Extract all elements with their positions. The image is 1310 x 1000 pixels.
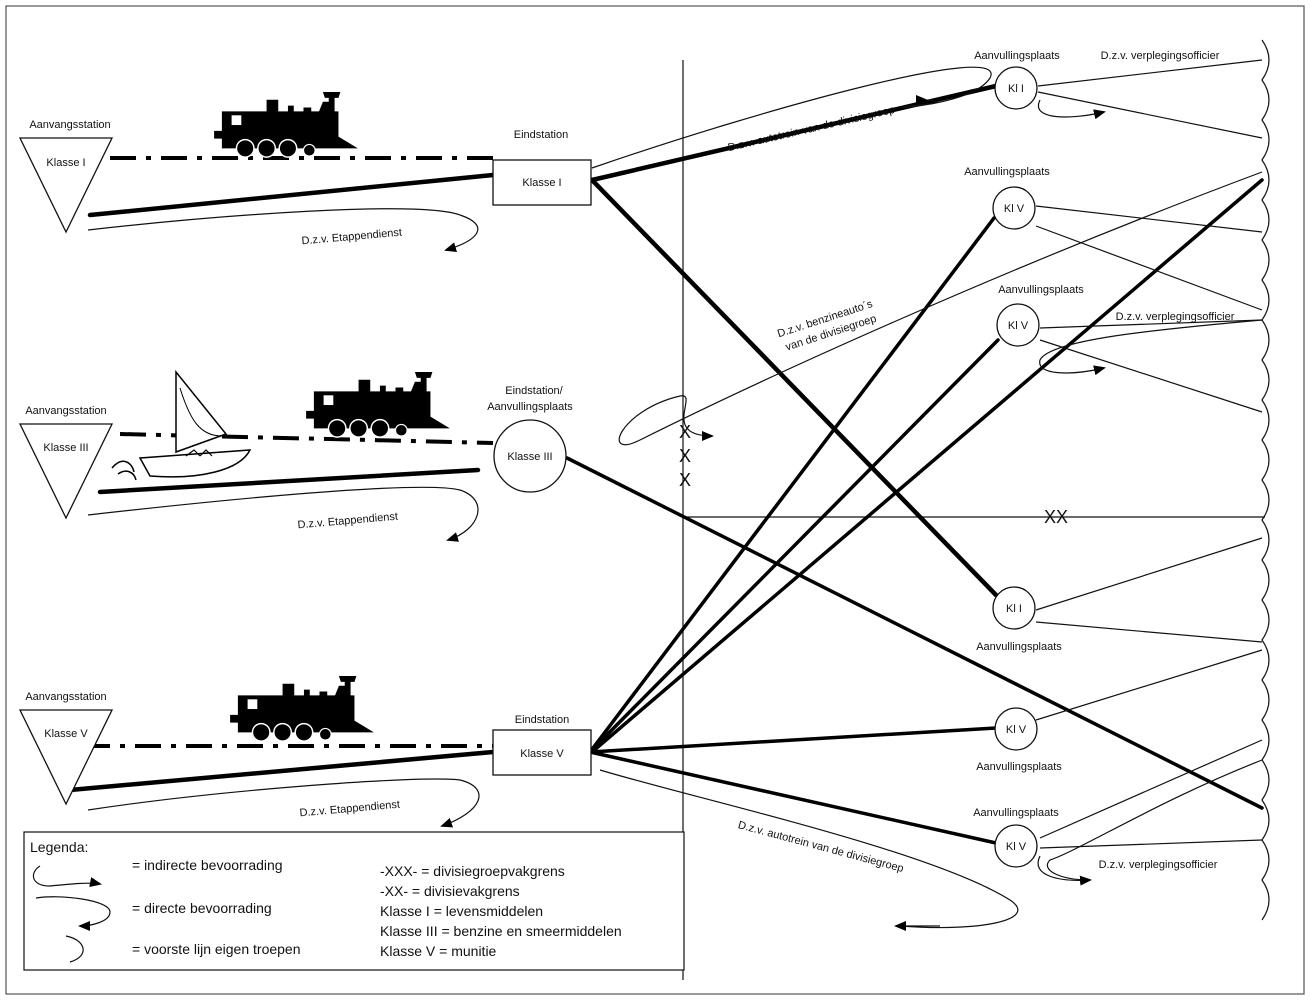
supply-point-kl5-low-label: Aanvullingsplaats (976, 761, 1062, 773)
legend-indirect: = indirecte bevoorrading (132, 857, 283, 873)
line-end5-to-kl5-bottom (588, 750, 998, 845)
origin-station-5: Aanvangsstation Klasse V (18, 691, 114, 806)
locomotive-icon (305, 372, 451, 438)
supply-line-origin3 (97, 467, 481, 495)
etappen-arrow-3 (87, 486, 479, 542)
line-end1-to-kl1-top (589, 83, 999, 183)
origin-station-5-label: Aanvangsstation (25, 691, 106, 703)
distribution-lines (1035, 59, 1263, 849)
etappendienst-label-1: D.z.v. Etappendienst (301, 227, 402, 248)
xxx-boundary-marker: X X X (679, 422, 691, 490)
line-end5-to-kl5-upper (588, 216, 996, 754)
supply-point-kl5-upper-label: Aanvullingsplaats (964, 166, 1050, 178)
supply-point-kl1-lower-label: Aanvullingsplaats (976, 641, 1062, 653)
kl5-middle-arrow (1039, 319, 1263, 376)
locomotive-icon (213, 92, 359, 158)
end-station-1: Eindstation Klasse I (492, 129, 592, 206)
sailboat-icon (111, 369, 252, 481)
origin-station-1: Aanvangsstation Klasse I (18, 119, 114, 234)
autotrein-loop-bottom (599, 769, 1019, 929)
supply-point-kl1-lower-class: Kl I (1006, 603, 1022, 615)
line-end5-to-kl5-middle (588, 338, 1000, 754)
legend-klasse3: Klasse III = benzine en smeermiddelen (380, 923, 622, 939)
etappendienst-label-3: D.z.v. Etappendienst (297, 511, 398, 532)
supply-point-kl5-upper-class: Kl V (1004, 203, 1025, 215)
end-station-5: Eindstation Klasse V (492, 714, 592, 776)
supply-point-kl5-middle-class: Kl V (1008, 320, 1029, 332)
legend-xx: -XX- = divisievakgrens (380, 883, 520, 899)
legend-direct: = directe bevoorrading (132, 900, 272, 916)
benzine-loop (618, 171, 1263, 446)
end-station-3-label-2: Aanvullingsplaats (487, 401, 573, 413)
line-end1-to-kl1-lower (589, 177, 999, 598)
supply-point-kl5-bottom: Kl V Aanvullingsplaats (973, 807, 1059, 868)
xxx-mark-3: X (679, 470, 691, 490)
supply-point-kl5-upper: Kl V Aanvullingsplaats (964, 166, 1050, 230)
legend: Legenda: = indirecte bevoorrading = dire… (23, 831, 685, 971)
supply-point-kl5-bottom-class: Kl V (1006, 841, 1027, 853)
xxx-mark-2: X (679, 446, 691, 466)
end-station-1-class: Klasse I (522, 177, 561, 189)
legend-indirect-symbol (32, 865, 102, 887)
line-end3-frontline (565, 456, 1264, 810)
front-line-own-troops (1261, 39, 1270, 921)
origin-station-1-class: Klasse I (46, 157, 85, 169)
supply-line-origin1 (87, 172, 496, 218)
supply-point-kl1-top-class: Kl I (1008, 83, 1024, 95)
xx-boundary-marker: XX (1044, 507, 1068, 527)
end-station-5-label: Eindstation (515, 714, 569, 726)
end-station-3: Eindstation/ Aanvullingsplaats Klasse II… (487, 385, 573, 493)
frame-border (5, 5, 1305, 995)
supply-point-kl1-lower: Kl I Aanvullingsplaats (976, 586, 1062, 653)
verplegingsofficier-label-bottom: D.z.v. verplegingsofficier (1099, 859, 1218, 871)
supply-line-origin5 (67, 749, 496, 793)
autotrein-arrow-top (915, 95, 938, 106)
origin-station-1-label: Aanvangsstation (29, 119, 110, 131)
verplegingsofficier-label-middle: D.z.v. verplegingsofficier (1116, 311, 1235, 323)
end-station-3-class: Klasse III (507, 451, 552, 463)
locomotive-icon (229, 676, 375, 742)
end-station-3-label-1: Eindstation/ (505, 385, 563, 397)
legend-frontline: = voorste lijn eigen troepen (132, 941, 301, 957)
legend-direct-symbol (35, 896, 111, 931)
legend-xxx: -XXX- = divisiegroepvakgrens (380, 863, 565, 879)
supply-point-kl5-low-class: Kl V (1006, 724, 1027, 736)
legend-frontline-symbol (65, 935, 84, 963)
supply-point-kl5-middle: Kl V Aanvullingsplaats (996, 284, 1084, 347)
autotrein-loop-top (591, 66, 992, 169)
line-end5-to-kl5-low (588, 726, 998, 754)
legend-title: Legenda: (30, 839, 88, 855)
supply-point-kl5-low: Kl V Aanvullingsplaats (976, 707, 1062, 773)
supply-point-kl5-middle-label: Aanvullingsplaats (998, 284, 1084, 296)
end-station-1-label: Eindstation (514, 129, 568, 141)
legend-box (23, 831, 685, 971)
etappendienst-label-5: D.z.v. Etappendienst (299, 799, 400, 820)
xxx-mark-1: X (679, 422, 691, 442)
etappen-arrow-1 (87, 208, 479, 252)
verplegingsofficier-label-top: D.z.v. verplegingsofficier (1101, 50, 1220, 62)
legend-klasse1: Klasse I = levensmiddelen (380, 903, 543, 919)
kl1-top-arrow (1037, 99, 1106, 120)
origin-station-5-class: Klasse V (44, 728, 88, 740)
benzine-arrow (679, 395, 714, 441)
origin-station-3-label: Aanvangsstation (25, 405, 106, 417)
origin-station-3-class: Klasse III (43, 442, 88, 454)
etappen-arrow-5 (87, 778, 480, 828)
end-station-5-class: Klasse V (520, 748, 564, 760)
origin-station-3: Aanvangsstation Klasse III (18, 405, 114, 520)
verpleging-loop-bottom (1046, 759, 1263, 881)
line-end5-frontline (590, 178, 1264, 754)
supply-point-kl1-top: Kl I Aanvullingsplaats (974, 50, 1060, 110)
legend-klasse5: Klasse V = munitie (380, 943, 497, 959)
kl5-bottom-arrow (1037, 855, 1092, 886)
autotrein-label-top: D.z.v. autotrein van de divisiegroep (727, 104, 896, 154)
supply-point-kl1-top-label: Aanvullingsplaats (974, 50, 1060, 62)
supply-point-kl5-bottom-label: Aanvullingsplaats (973, 807, 1059, 819)
